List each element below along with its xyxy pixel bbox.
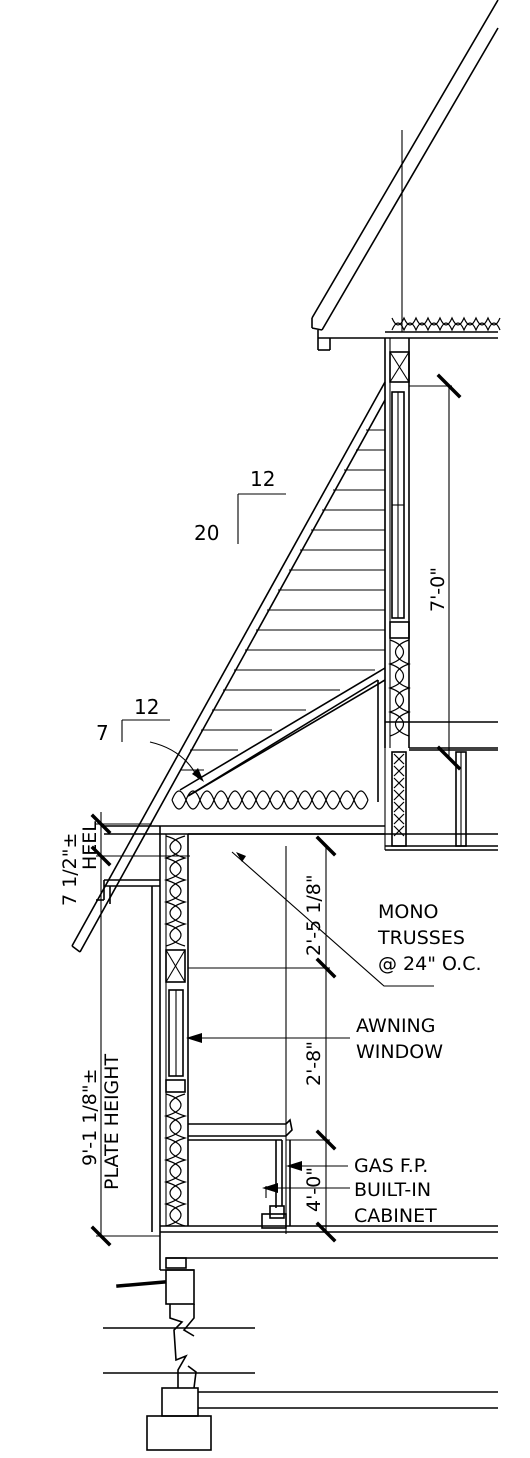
window-height-dim: 7'-0" [427, 567, 449, 612]
notes: MONO TRUSSES @ 24" O.C. AWNING WINDOW GA… [354, 901, 482, 1227]
upper-roof [311, 0, 499, 351]
upper-ceiling-insulation [391, 316, 501, 332]
note-fireplace: GAS F.P. [354, 1155, 428, 1177]
leader-lines [149, 741, 434, 1193]
note-cabinet-1: BUILT-IN [354, 1179, 431, 1201]
upper-slope-run: 12 [250, 467, 275, 491]
floor-foundation [103, 1225, 498, 1451]
note-trusses-1: MONO [378, 901, 439, 923]
lower-slope-rise: 7 [96, 721, 109, 745]
awning-height-dim: 2'-8" [303, 1041, 325, 1086]
upper-wall [384, 338, 411, 748]
above-window-dim: 2'-5 1/8" [303, 874, 325, 956]
plate-height-value: 9'-1 1/8"± [79, 1068, 101, 1166]
note-window-1: AWNING [356, 1015, 436, 1037]
lower-ceiling-insulation [104, 790, 498, 835]
note-cabinet-2: CABINET [354, 1205, 437, 1227]
slope-symbol-lower: 12 7 [96, 695, 170, 745]
lower-roof [71, 381, 386, 953]
note-trusses-2: TRUSSES [377, 927, 465, 949]
slope-symbol-upper: 12 20 [194, 467, 286, 545]
note-trusses-3: @ 24" O.C. [378, 953, 482, 975]
dimension-text: 7'-0" 7 1/2"± HEEL 9'-1 1/8"± PLATE HEIG… [59, 567, 449, 1212]
fireplace-cabinet [188, 1118, 293, 1229]
second-floor-framing [385, 721, 498, 851]
heel-dim-value: 7 1/2"± [59, 833, 81, 906]
heel-dim-label: HEEL [79, 821, 101, 870]
fireplace-height-dim: 4'-0" [303, 1167, 325, 1212]
lower-wall [151, 826, 189, 1258]
upper-slope-rise: 20 [194, 521, 219, 545]
plate-height-label: PLATE HEIGHT [101, 1053, 123, 1190]
dimension-lines [90, 373, 462, 1247]
note-window-2: WINDOW [356, 1041, 443, 1063]
lower-slope-run: 12 [134, 695, 159, 719]
